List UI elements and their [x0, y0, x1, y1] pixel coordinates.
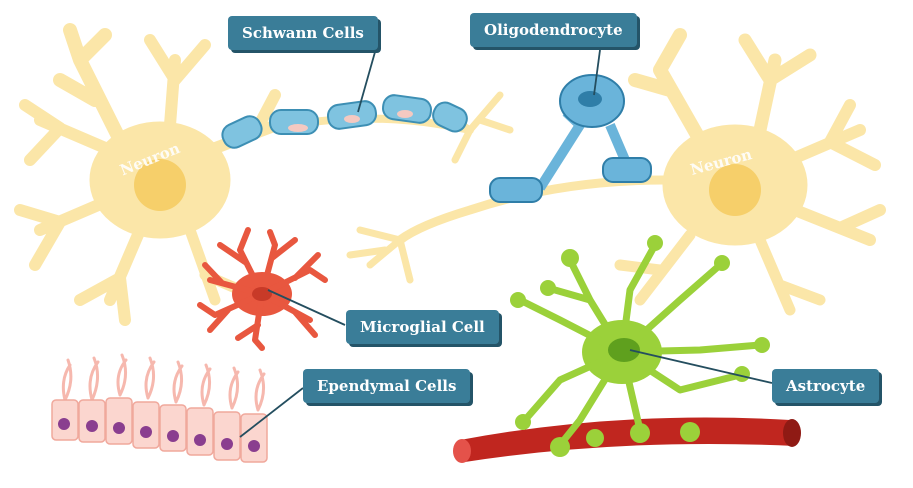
schwann-cells [221, 94, 468, 149]
oligodendrocyte-label: Oligodendrocyte [470, 13, 637, 47]
microglial-cell-label: Microglial Cell [346, 310, 499, 344]
astrocyte-label: Astrocyte [772, 369, 880, 403]
astrocyte-cell [510, 235, 770, 457]
microglial-cell [197, 227, 328, 351]
schwann-cells-label: Schwann Cells [228, 16, 378, 50]
leader-lines [239, 49, 773, 438]
oligodendrocyte-cell [489, 74, 652, 203]
ependymal-cells-label: Ependymal Cells [303, 369, 471, 403]
right-neuron [614, 28, 886, 316]
ependymal-cells [51, 353, 268, 463]
blood-vessel [453, 417, 801, 463]
